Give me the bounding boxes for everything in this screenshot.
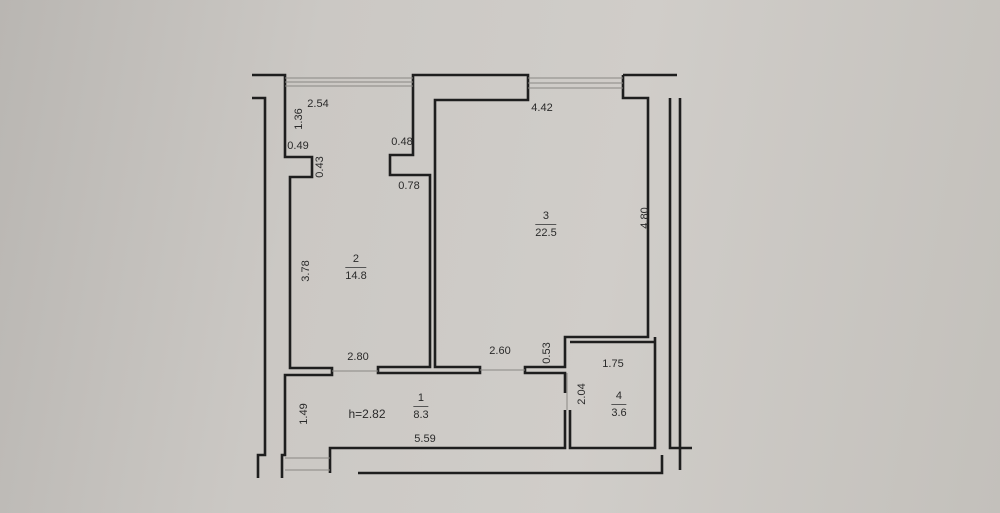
dim-room2-top-width: 2.54	[307, 98, 329, 110]
right-outer-wall-face	[668, 98, 692, 470]
room-number: 2	[345, 253, 367, 268]
ceiling-height-label: h=2.82	[348, 407, 386, 421]
dim-room2-length: 3.78	[300, 260, 312, 282]
dim-niche-left-width: 0.49	[287, 140, 309, 152]
room-1-label: 1 8.3	[413, 392, 429, 422]
room-area: 8.3	[413, 409, 429, 421]
room-area: 3.6	[611, 407, 627, 419]
room-number: 1	[413, 392, 429, 407]
dim-room1-width: 5.59	[414, 433, 436, 445]
room-number: 4	[611, 390, 627, 405]
room-3-label: 3 22.5	[535, 210, 557, 240]
corridor-wall	[328, 410, 664, 475]
dim-room2-top-depth: 1.36	[293, 108, 305, 130]
right-wall	[523, 73, 677, 393]
left-outer-wall-face	[252, 96, 267, 478]
dim-niche-left-depth: 0.43	[314, 156, 326, 178]
window-lines	[285, 77, 623, 471]
bathroom-wall	[568, 337, 657, 450]
dim-room4-width: 1.75	[602, 358, 624, 370]
dim-room1-depth: 1.49	[298, 403, 310, 425]
dim-room3-step: 0.53	[541, 342, 553, 364]
dim-room4-length: 2.04	[576, 383, 588, 405]
room-4-label: 4 3.6	[611, 390, 627, 420]
room-number: 3	[535, 210, 557, 225]
dim-room3-bottom-width: 2.60	[489, 345, 511, 357]
room-2-label: 2 14.8	[345, 253, 367, 283]
dim-room3-length: 4.80	[639, 207, 651, 229]
room-area: 14.8	[345, 270, 367, 282]
room-area: 22.5	[535, 227, 557, 239]
middle-wall	[376, 73, 530, 375]
dim-niche-right-depth: 0.78	[398, 180, 420, 192]
dim-niche-right-width: 0.48	[391, 136, 413, 148]
left-outer-wall	[252, 73, 334, 478]
dim-room2-bottom-width: 2.80	[347, 351, 369, 363]
dim-room3-width: 4.42	[531, 102, 553, 114]
